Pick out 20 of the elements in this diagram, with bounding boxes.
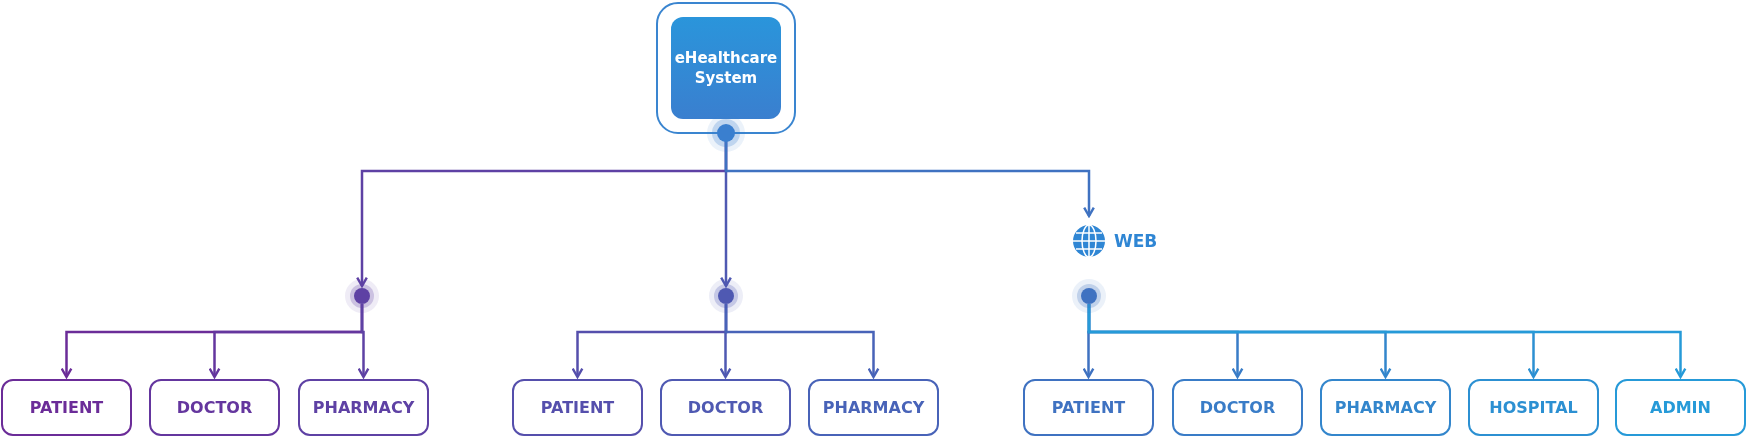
arrow: [357, 304, 370, 379]
arrow: [724, 139, 1095, 218]
arrow: [1087, 304, 1687, 379]
role-box: DOCTOR: [1172, 379, 1303, 436]
connector-dot: [718, 288, 734, 304]
role-box: HOSPITAL: [1468, 379, 1599, 436]
connector-dot: [1081, 288, 1097, 304]
role-box: PHARMACY: [808, 379, 939, 436]
role-box: PHARMACY: [1320, 379, 1451, 436]
role-box: DOCTOR: [149, 379, 280, 436]
role-box: DOCTOR: [660, 379, 791, 436]
role-box: PHARMACY: [298, 379, 429, 436]
role-box: PATIENT: [1023, 379, 1154, 436]
role-box: PATIENT: [512, 379, 643, 436]
system-title: eHealthcare System: [673, 48, 779, 88]
connector-dot: [354, 288, 370, 304]
role-box: ADMIN: [1615, 379, 1746, 436]
arrow: [724, 304, 880, 379]
role-box: PATIENT: [1, 379, 132, 436]
platform-label: WEB: [1114, 231, 1158, 251]
